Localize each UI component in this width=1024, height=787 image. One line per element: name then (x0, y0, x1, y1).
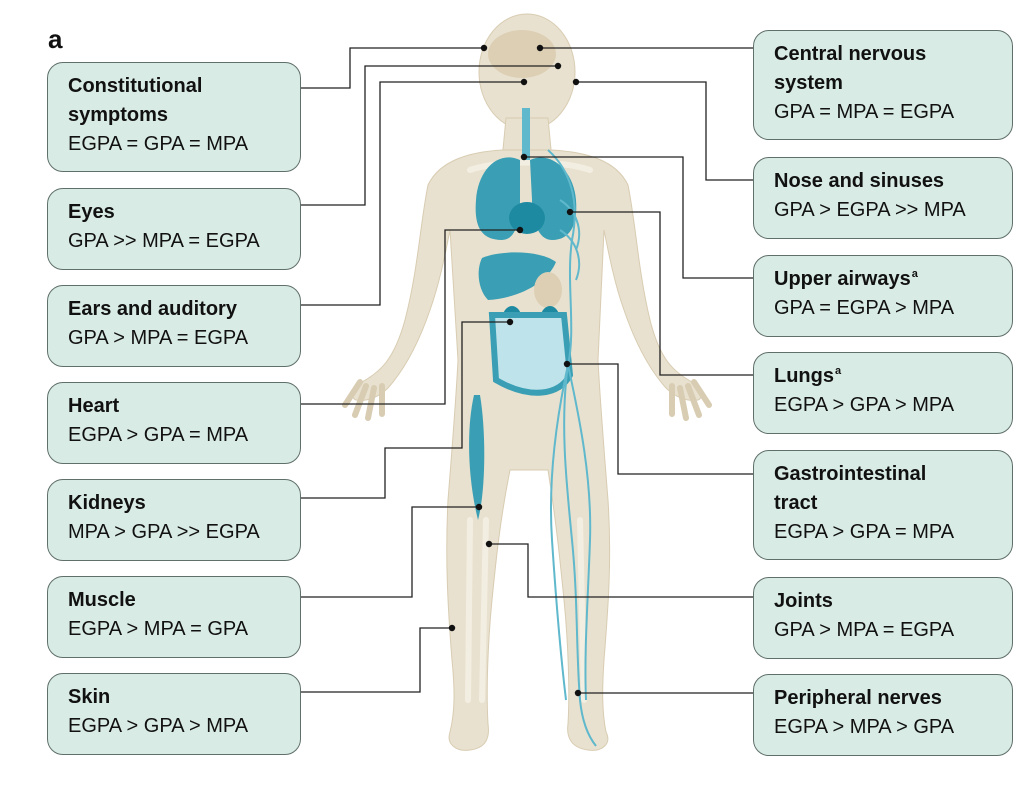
box-title-line: Ears and auditory (68, 298, 237, 320)
box-title-line: Constitutional (68, 75, 203, 97)
panel-label: a (48, 24, 63, 54)
box-title-line: tract (774, 492, 818, 514)
box-heart: Heart EGPA > GPA = MPA (47, 382, 301, 464)
box-ranking: EGPA > GPA > MPA (68, 715, 249, 737)
line-constitutional (300, 47, 484, 89)
box-constitutional: Constitutional symptoms EGPA = GPA = MPA (47, 62, 301, 172)
box-kidneys: Kidneys MPA > GPA >> EGPA (47, 479, 301, 561)
box-title-line: Lungsa (774, 362, 1000, 391)
box-ranking: EGPA > GPA = MPA (68, 424, 249, 446)
box-title-line: Muscle (68, 589, 136, 611)
box-title-line: system (774, 72, 843, 94)
nerves (547, 149, 597, 747)
line-lungs (570, 211, 753, 376)
box-ears: Ears and auditory GPA > MPA = EGPA (47, 285, 301, 367)
box-ranking: GPA > MPA = EGPA (68, 327, 249, 349)
skeleton-hints (465, 159, 593, 703)
footnote-marker: a (911, 268, 918, 281)
connector-lines (300, 47, 753, 694)
box-title-line: Joints (774, 590, 833, 612)
box-title-line: Gastrointestinal (774, 463, 927, 485)
box-title-line: Eyes (68, 201, 115, 223)
box-ranking: MPA > GPA >> EGPA (68, 521, 260, 543)
box-eyes: Eyes GPA >> MPA = EGPA (47, 188, 301, 270)
box-lungs: Lungsa EGPA > GPA > MPA (753, 352, 1013, 434)
box-title-line: symptoms (68, 104, 169, 126)
line-joints (489, 543, 753, 598)
stomach (534, 272, 562, 308)
trachea (522, 108, 530, 160)
box-gi: Gastrointestinal tract EGPA > GPA = MPA (753, 450, 1013, 560)
box-joints: Joints GPA > MPA = EGPA (753, 577, 1013, 659)
box-nose: Nose and sinuses GPA > EGPA >> MPA (753, 157, 1013, 239)
box-ranking: EGPA > MPA = GPA (68, 618, 249, 640)
line-gi (567, 363, 753, 475)
box-ranking: EGPA > MPA > GPA (774, 716, 955, 738)
connector-dots (448, 44, 582, 697)
organs (469, 108, 577, 520)
line-muscle (300, 506, 479, 598)
line-heart (300, 229, 520, 405)
box-upper-airways: Upper airwaysa GPA = EGPA > MPA (753, 255, 1013, 337)
left-lung (475, 157, 520, 240)
heart-organ (509, 202, 545, 234)
box-ranking: EGPA = GPA = MPA (68, 133, 249, 155)
line-eyes (300, 65, 558, 206)
brain (488, 30, 556, 78)
box-title-line: Kidneys (68, 492, 146, 514)
box-title-line: Peripheral nerves (774, 687, 942, 709)
box-title-line: Nose and sinuses (774, 170, 945, 192)
line-kidneys (300, 321, 510, 499)
box-ranking: GPA = EGPA > MPA (774, 297, 955, 319)
box-peripheral-nerves: Peripheral nerves EGPA > MPA > GPA (753, 674, 1013, 756)
line-ears (300, 81, 524, 306)
liver (478, 252, 556, 300)
box-title-line: Central nervous (774, 43, 927, 65)
box-ranking: GPA > MPA = EGPA (774, 619, 955, 641)
box-title-text: Upper airways (774, 268, 911, 290)
muscle-organ (469, 395, 485, 520)
box-ranking: GPA = MPA = EGPA (774, 101, 955, 123)
intestines (488, 312, 574, 396)
line-upper-airways (524, 156, 753, 279)
box-muscle: Muscle EGPA > MPA = GPA (47, 576, 301, 658)
box-title-line: Upper airwaysa (774, 265, 1000, 294)
footnote-marker: a (835, 365, 842, 378)
box-ranking: EGPA > GPA = MPA (774, 521, 955, 543)
box-title-text: Lungs (774, 365, 834, 387)
box-title-line: Heart (68, 395, 120, 417)
box-title-line: Skin (68, 686, 111, 708)
box-cns: Central nervous system GPA = MPA = EGPA (753, 30, 1013, 140)
box-ranking: EGPA > GPA > MPA (774, 394, 955, 416)
box-skin: Skin EGPA > GPA > MPA (47, 673, 301, 755)
line-skin (300, 627, 452, 693)
line-nose (576, 81, 753, 181)
box-ranking: GPA > EGPA >> MPA (774, 199, 966, 221)
box-ranking: GPA >> MPA = EGPA (68, 230, 260, 252)
